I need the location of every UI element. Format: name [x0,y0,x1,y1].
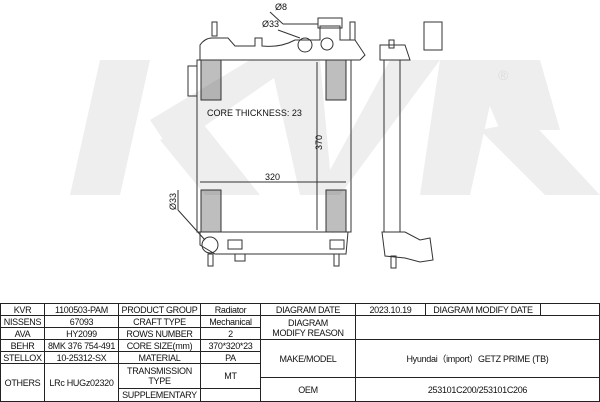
stellox-value: 10-25312-SX [45,352,119,364]
core-size-label: CORE SIZE(mm) [119,340,201,352]
rows-number-label: ROWS NUMBER [119,328,201,340]
nissens-label: NISSENS [1,316,45,328]
core-size-value: 370*320*23 [201,340,261,352]
ava-label: AVA [1,328,45,340]
radiator-diagram: ® CORE THICKNESS: 23 [70,2,600,269]
oem-label: OEM [261,378,356,402]
ava-value: HY2099 [45,328,119,340]
material-value: PA [201,352,261,364]
mount-pin-top-right [349,21,356,41]
mount-pin-top-left [211,21,218,37]
kvr-label: KVR [1,304,45,316]
others-value: LRc HUGz02320 [45,364,119,402]
small-diameter: Ø8 [275,2,287,12]
material-label: MATERIAL [119,352,201,364]
kvr-value: 1100503-PAM [45,304,119,316]
width-dimension: 320 [265,172,280,182]
diagram-modify-date-value [541,304,600,316]
oem-value: 253101C200/253101C206 [356,378,600,402]
behr-label: BEHR [1,340,45,352]
kvr-watermark: ® [70,60,600,195]
rows-number-value: 2 [201,328,261,340]
transmission-label: TRANSMISSION TYPE [119,364,201,389]
height-dimension: 370 [314,135,324,150]
diagram-modify-reason-label: DIAGRAM MODIFY REASON [261,316,356,340]
craft-type-value: Mechanical [201,316,261,328]
diagram-modify-date-label: DIAGRAM MODIFY DATE [426,304,541,316]
product-group-value: Radiator [201,304,261,316]
others-label: OTHERS [1,364,45,402]
stellox-label: STELLOX [1,352,45,364]
product-group-label: PRODUCT GROUP [119,304,201,316]
behr-value: 8MK 376 754-491 [45,340,119,352]
diagram-date-value: 2023.10.19 [356,304,426,316]
make-model-value: Hyundai（import）GETZ PRIME (TB) [356,340,600,378]
supplementary-value [201,389,261,402]
core-thickness-label: CORE THICKNESS: 23 [207,108,302,118]
diagram-modify-reason-value [356,316,600,340]
pipe-diameter-bottom: Ø33 [168,193,178,210]
transmission-value: MT [201,364,261,389]
supplementary-label: SUPPLEMENTARY [119,389,201,402]
craft-type-label: CRAFT TYPE [119,316,201,328]
diagram-date-label: DIAGRAM DATE [261,304,356,316]
make-model-label: MAKE/MODEL [261,340,356,378]
registered-mark: ® [498,67,509,83]
nissens-value: 67093 [45,316,119,328]
spec-table: KVR 1100503-PAM NISSENS 67093 AVA HY2099… [0,303,600,402]
pipe-diameter-top: Ø33 [262,19,279,29]
